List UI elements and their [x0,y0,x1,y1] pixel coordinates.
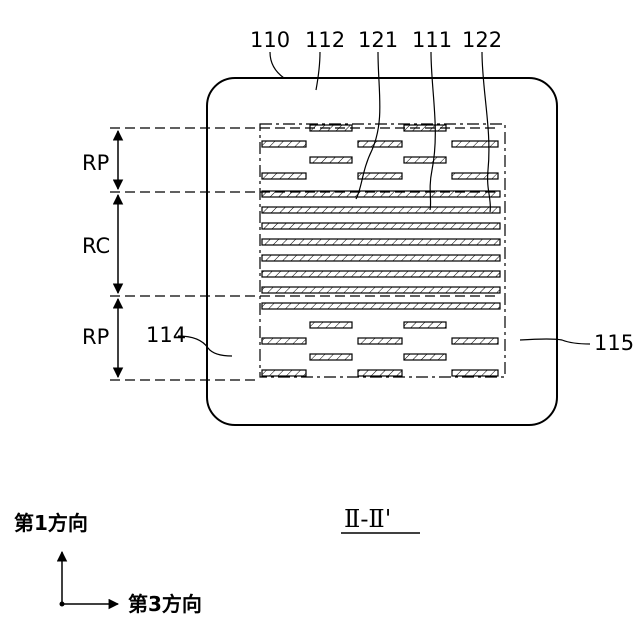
cell-layer [262,271,500,277]
cell-layer [262,255,500,261]
periphery-pattern [358,370,402,376]
periphery-pattern [310,125,352,131]
periphery-pattern [452,173,498,179]
periphery-pattern [404,157,446,163]
ref-label-111: 111 [412,28,452,52]
region-label-rp-bottom: RP [82,325,109,349]
region-label-rc: RC [82,234,110,258]
periphery-pattern [262,338,306,344]
axis-label-first-direction: 第1方向 [14,511,88,535]
periphery-pattern [452,338,498,344]
leader-122 [482,52,490,212]
periphery-pattern [262,173,306,179]
periphery-pattern [404,322,446,328]
cell-layer [262,191,500,197]
periphery-pattern [262,370,306,376]
periphery-pattern [358,141,402,147]
axis-origin [60,602,65,607]
leader-115 [520,339,590,344]
periphery-pattern [404,125,446,131]
ref-label-121: 121 [358,28,398,52]
leader-112 [316,52,320,90]
ref-label-112: 112 [305,28,345,52]
leader-114 [178,336,232,356]
layer-stack [262,125,500,376]
periphery-pattern [358,338,402,344]
axis-label-third-direction: 第3方向 [128,592,202,616]
periphery-pattern [404,354,446,360]
cell-layer [262,303,500,309]
periphery-pattern [452,370,498,376]
periphery-pattern [358,173,402,179]
periphery-pattern [452,141,498,147]
leader-110 [270,52,284,78]
periphery-pattern [310,322,352,328]
periphery-pattern [310,157,352,163]
cell-layer [262,287,500,293]
cell-layer [262,239,500,245]
ref-label-110: 110 [250,28,290,52]
region-label-rp-top: RP [82,151,109,175]
ref-label-114: 114 [146,323,186,347]
ref-label-115: 115 [594,331,634,355]
cell-layer [262,223,500,229]
cell-layer [262,207,500,213]
periphery-pattern [262,141,306,147]
section-label: Ⅱ-Ⅱ' [344,505,391,533]
ref-label-122: 122 [462,28,502,52]
periphery-pattern [310,354,352,360]
